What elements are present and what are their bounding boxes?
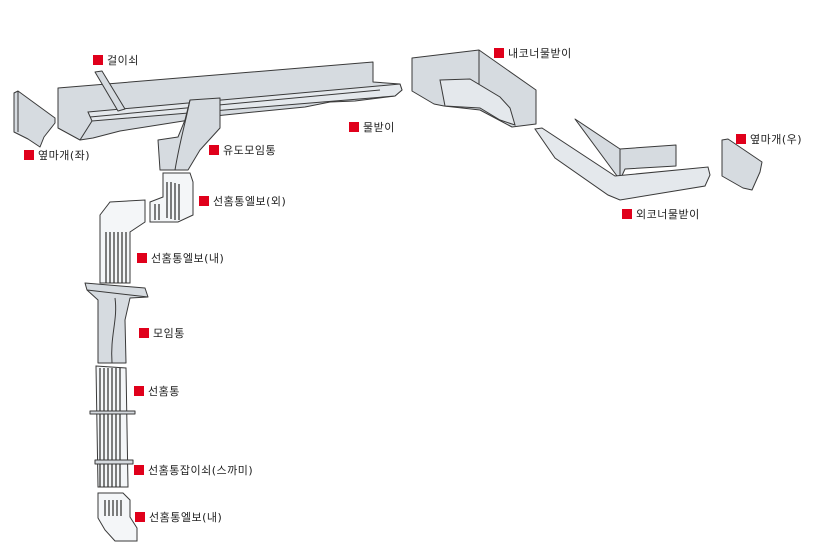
guide-collector-part bbox=[157, 97, 221, 171]
label-inner-corner: 내코너물받이 bbox=[494, 45, 572, 61]
label-text: 선홈통잡이쇠(스까미) bbox=[148, 464, 254, 477]
label-guide-collector: 유도모임통 bbox=[209, 142, 276, 158]
label-text: 선홈통엘보(내) bbox=[149, 511, 223, 524]
elbow-outer-part bbox=[149, 172, 194, 223]
hanger-part bbox=[94, 70, 126, 112]
end-cap-left-part bbox=[13, 90, 56, 148]
label-pipe-clamp: 선홈통잡이쇠(스까미) bbox=[134, 462, 253, 478]
label-collector: 모임통 bbox=[139, 325, 185, 341]
red-square-marker-icon bbox=[736, 134, 746, 144]
red-square-marker-icon bbox=[199, 196, 209, 206]
gutter-part bbox=[57, 61, 403, 141]
red-square-marker-icon bbox=[139, 328, 149, 338]
label-text: 유도모임통 bbox=[223, 144, 277, 157]
downpipe-part bbox=[89, 365, 136, 488]
end-cap-right-part bbox=[721, 138, 763, 191]
label-text: 선홈통 bbox=[148, 385, 180, 398]
red-square-marker-icon bbox=[135, 512, 145, 522]
pipe-clamp-upper-part bbox=[89, 410, 136, 415]
label-text: 물받이 bbox=[363, 121, 395, 134]
label-text: 걸이쇠 bbox=[107, 54, 139, 67]
red-square-marker-icon bbox=[137, 253, 147, 263]
label-text: 옆마개(우) bbox=[750, 133, 803, 146]
elbow-inner-bottom-part bbox=[97, 492, 138, 542]
label-text: 내코너물받이 bbox=[508, 47, 572, 60]
label-end-cap-right: 옆마개(우) bbox=[736, 131, 802, 147]
label-text: 옆마개(좌) bbox=[38, 149, 91, 162]
red-square-marker-icon bbox=[134, 386, 144, 396]
red-square-marker-icon bbox=[622, 209, 632, 219]
label-text: 외코너물받이 bbox=[636, 208, 700, 221]
red-square-marker-icon bbox=[209, 145, 219, 155]
red-square-marker-icon bbox=[349, 122, 359, 132]
label-elbow-outer: 선홈통엘보(외) bbox=[199, 193, 286, 209]
label-elbow-inner-bottom: 선홈통엘보(내) bbox=[135, 509, 222, 525]
label-text: 선홈통엘보(내) bbox=[151, 252, 225, 265]
label-text: 모임통 bbox=[153, 327, 185, 340]
label-hanger: 걸이쇠 bbox=[93, 52, 139, 68]
label-outer-corner: 외코너물받이 bbox=[622, 206, 700, 222]
collector-part bbox=[84, 282, 149, 364]
inner-corner-part bbox=[411, 49, 537, 128]
pipe-clamp-lower-part bbox=[94, 459, 134, 465]
red-square-marker-icon bbox=[24, 150, 34, 160]
label-gutter: 물받이 bbox=[349, 119, 395, 135]
red-square-marker-icon bbox=[134, 465, 144, 475]
outer-corner-part bbox=[534, 118, 711, 201]
label-elbow-inner-top: 선홈통엘보(내) bbox=[137, 250, 224, 266]
label-downpipe: 선홈통 bbox=[134, 383, 180, 399]
red-square-marker-icon bbox=[494, 48, 504, 58]
red-square-marker-icon bbox=[93, 55, 103, 65]
label-text: 선홈통엘보(외) bbox=[213, 195, 287, 208]
elbow-inner-top-part bbox=[99, 199, 146, 284]
label-end-cap-left: 옆마개(좌) bbox=[24, 147, 90, 163]
